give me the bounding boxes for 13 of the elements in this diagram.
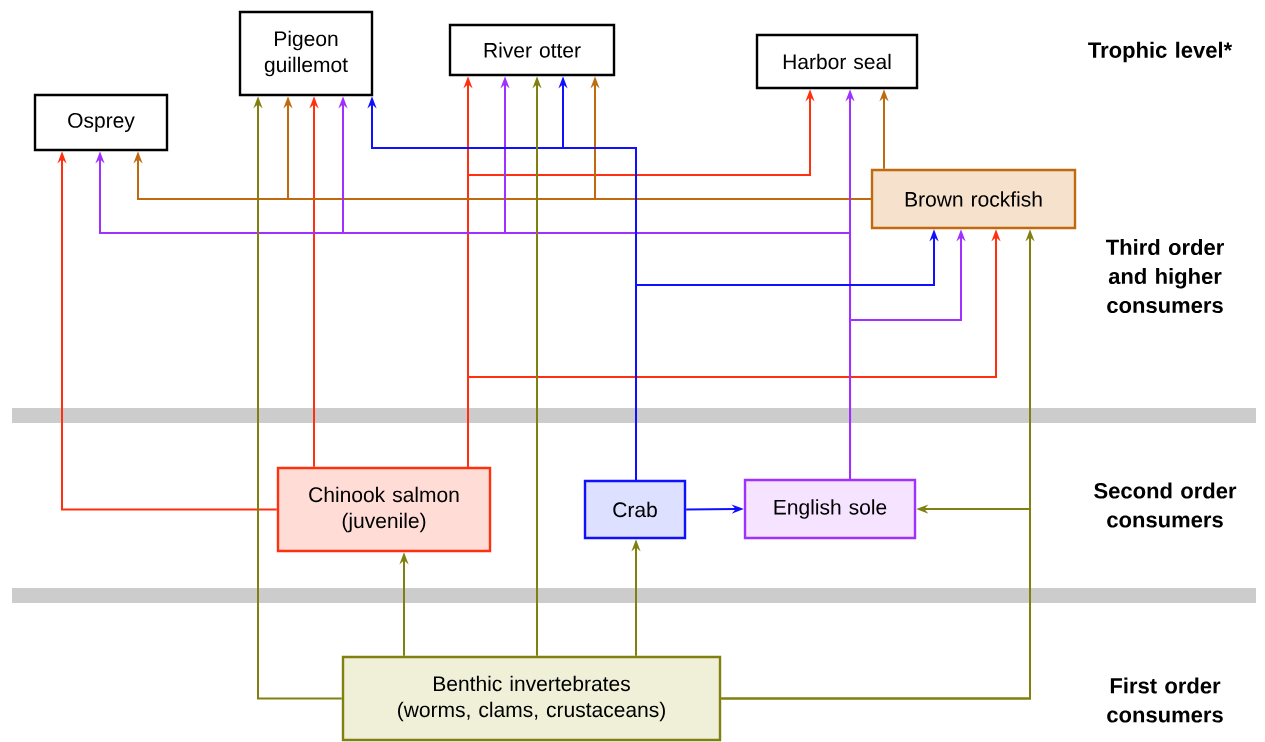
box-box: Brown rockfish: [870, 168, 1077, 230]
level-label: First order consumers: [1107, 677, 1223, 723]
box-box: River otter: [448, 23, 616, 77]
box-box: Osprey: [33, 93, 169, 152]
box-box: Benthic invertebrates (worms, clams, crustaceans): [341, 655, 722, 742]
box-box: Crab: [583, 479, 687, 540]
box-box: Harbor seal: [755, 33, 919, 90]
box-box: Pigeon guillemot: [238, 10, 374, 97]
level-label: Trophic level*: [1088, 41, 1233, 63]
box-box: English sole: [743, 478, 917, 540]
level-label: Second order consumers: [1094, 482, 1237, 528]
box-box: Chinook salmon (juvenile): [276, 466, 492, 553]
level-label: Third order and higher consumers: [1106, 238, 1224, 314]
